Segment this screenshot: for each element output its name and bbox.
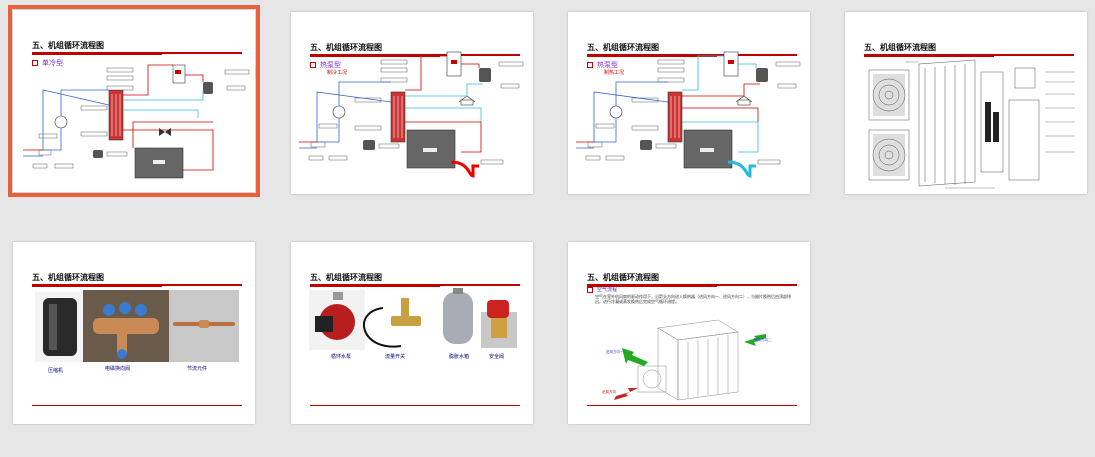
slide-subtitle: 热泵型 (587, 60, 618, 70)
mode-label: 制冷工况 (327, 70, 348, 76)
title-underline-2 (587, 56, 717, 57)
title-underline-2 (587, 286, 717, 287)
title-underline-2 (310, 56, 440, 57)
title-underline (310, 54, 520, 56)
title-underline (864, 54, 1074, 56)
paragraph: 空气在室外机风扇的驱动作用下，沿箭头方向进入换热器（进风方向一、进风方向二），与… (595, 294, 791, 304)
caption-circulation-pump: 循环水泵 (331, 354, 352, 360)
slide-thumbnail-1[interactable]: 五、机组循环流程图 单冷型 (8, 5, 260, 197)
title-underline-2 (864, 56, 994, 57)
slide-title: 五、机组循环流程图 (864, 43, 936, 52)
flow-diagram (299, 51, 524, 178)
slide-title: 五、机组循环流程图 (32, 41, 104, 50)
flow-diagram (23, 64, 250, 179)
title-underline-2 (32, 54, 162, 55)
component-photos (309, 288, 517, 350)
footer-line (310, 405, 520, 406)
caption-reversing-valve: 电磁换向阀 (105, 366, 131, 372)
title-underline (310, 284, 520, 286)
caption-flow-switch: 流量开关 (385, 354, 406, 360)
slide-thumbnail-7[interactable]: 五、机组循环流程图 空气流程 空气在室外机风扇的驱动作用下，沿箭头方向进入换热器… (568, 242, 810, 424)
slide-thumbnail-3[interactable]: 五、机组循环流程图 热泵型 制热工况 (568, 12, 810, 194)
airflow-diagram (614, 319, 766, 401)
exploded-view-diagram (868, 59, 1075, 189)
label-inlet-1: 进风方向一 (606, 350, 624, 354)
slide-thumbnail-4[interactable]: 五、机组循环流程图 (845, 12, 1087, 194)
title-underline (587, 284, 797, 286)
slide-title: 五、机组循环流程图 (310, 43, 382, 52)
slide-subtitle: 空气流程 (587, 286, 617, 293)
slide-subtitle: 热泵型 (310, 60, 341, 70)
slide-title: 五、机组循环流程图 (587, 273, 659, 282)
caption-safety-valve: 安全阀 (489, 354, 505, 360)
component-photos (35, 290, 239, 362)
title-underline-2 (32, 286, 162, 287)
flow-diagram (576, 51, 801, 178)
label-inlet-2: 进风方向二 (754, 338, 772, 342)
title-underline-2 (310, 286, 440, 287)
mode-label: 制热工况 (604, 70, 625, 76)
footer-line (32, 405, 242, 406)
slide-title: 五、机组循环流程图 (32, 273, 104, 282)
slide-title: 五、机组循环流程图 (310, 273, 382, 282)
title-underline (32, 284, 242, 286)
slide-thumbnail-6[interactable]: 五、机组循环流程图 循环水泵 流量开关 膨胀水箱 安全阀 (291, 242, 533, 424)
title-underline (587, 54, 797, 56)
footer-line (587, 405, 797, 406)
slide-thumbnail-5[interactable]: 五、机组循环流程图 压缩机 电磁换向阀 节流元件 (13, 242, 255, 424)
caption-expansion-tank: 膨胀水箱 (449, 354, 470, 360)
slide-subtitle: 单冷型 (32, 58, 63, 68)
title-underline (32, 52, 242, 54)
caption-compressor: 压缩机 (48, 368, 64, 374)
caption-throttle: 节流元件 (187, 366, 208, 372)
slide-title: 五、机组循环流程图 (587, 43, 659, 52)
slide-thumbnail-2[interactable]: 五、机组循环流程图 热泵型 制冷工况 (291, 12, 533, 194)
label-outlet: 出风方向 (602, 390, 616, 394)
